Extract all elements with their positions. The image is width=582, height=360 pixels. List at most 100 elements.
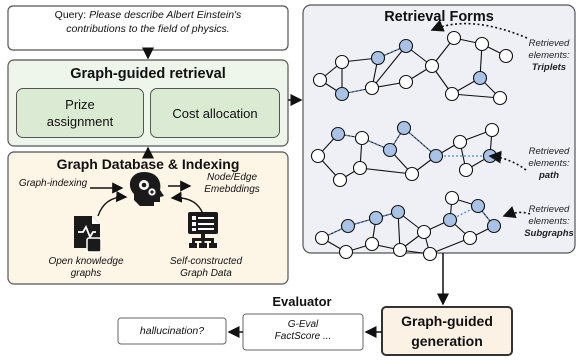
retrieval-graphs — [310, 30, 514, 262]
arrow-self-to-brain — [170, 191, 204, 215]
query-text: Query: Please describe Albert Einstein's… — [8, 9, 288, 36]
document-graph-icon — [74, 216, 102, 253]
embeddings-line-2: Emebddings — [204, 184, 260, 195]
path-graph-node — [482, 148, 498, 164]
triplets-graph-node — [424, 58, 440, 74]
path-graph-node — [352, 160, 368, 176]
path-graph-node — [330, 126, 346, 142]
triplets-graph-node — [446, 30, 462, 46]
path-graph-edge — [359, 167, 413, 175]
subgraphs-elements: elements: — [528, 216, 570, 227]
subgraphs-graph-node — [392, 242, 408, 258]
cost-allocation-box: Cost allocation — [150, 88, 280, 138]
triplets-graph-node — [370, 50, 386, 66]
arrow-open-kg-to-brain — [97, 190, 128, 217]
triplets-graph-node — [334, 54, 350, 70]
query-line-2: contributions to the field of physics. — [66, 22, 230, 35]
subgraphs-graph-node — [338, 244, 354, 260]
embeddings-line-1: Node/Edge — [206, 172, 258, 183]
triplets-graph-node — [472, 70, 488, 86]
path-graph-highlight-edge — [403, 127, 437, 157]
hallucination-box — [117, 317, 227, 345]
subgraphs-graph-node — [462, 230, 478, 246]
triplets-graph-node — [398, 38, 414, 54]
triplets-graph-node — [334, 86, 350, 102]
path-graph-node — [458, 162, 474, 178]
generation-line-1: Graph-guided — [401, 313, 493, 329]
self-line-2: Graph Data — [180, 268, 232, 279]
evaluator-title: Evaluator — [272, 294, 332, 309]
triplets-graph-edge — [371, 45, 407, 89]
subgraphs-graph-node — [390, 204, 406, 220]
retrieval-title: Graph-guided retrieval — [70, 66, 226, 82]
triplets-graph-node — [498, 48, 514, 64]
triplets-graph-edge — [451, 93, 501, 99]
subgraphs-graph-node — [416, 224, 432, 240]
open-kg-line-2: graphs — [70, 268, 102, 279]
prize-line-2: assignment — [46, 114, 114, 129]
callout-triplets — [430, 19, 528, 39]
open-kg-line-1: Open knowledge — [48, 256, 124, 267]
path-graph-node — [428, 148, 444, 164]
database-list-icon — [188, 212, 218, 248]
path-graph-node — [484, 122, 500, 138]
triplets-graph-node — [492, 90, 508, 106]
subgraphs-retrieved: Retrieved — [528, 204, 570, 215]
subgraphs-graph-edge — [429, 237, 471, 255]
path-label: path — [538, 170, 560, 181]
triplets-retrieved: Retrieved — [528, 38, 570, 49]
path-graph-node — [396, 120, 412, 136]
path-graph-node — [354, 130, 370, 146]
query-prefix: Query: — [54, 9, 90, 21]
prize-assignment-box: Prize assignment — [16, 88, 144, 138]
generation-box — [381, 306, 513, 356]
path-graph-node — [310, 148, 326, 164]
subgraphs-graph-node — [470, 198, 486, 214]
triplets-label: Triplets — [531, 62, 567, 73]
prize-line-1: Prize — [65, 97, 95, 112]
callout-subgraphs — [502, 206, 531, 219]
subgraphs-graph-node — [444, 190, 460, 206]
triplets-graph-node — [312, 72, 328, 88]
subgraphs-graph-node — [314, 230, 330, 246]
query-line-1: Please describe Albert Einstein's — [89, 9, 242, 21]
metrics-line-2: FactScore ... — [274, 331, 332, 342]
subgraphs-graph-node — [368, 210, 384, 226]
subgraphs-graph-node — [422, 246, 438, 262]
metrics-line-1: G-Eval — [287, 319, 319, 330]
triplets-graph-node — [398, 74, 414, 90]
path-elements: elements: — [528, 158, 570, 169]
callout-path — [488, 150, 527, 171]
cost-allocation-label: Cost allocation — [172, 105, 258, 121]
path-graph-node — [452, 134, 468, 150]
graph-indexing-label: Graph-indexing — [18, 178, 88, 189]
brain-gear-icon — [129, 172, 164, 206]
subgraphs-graph-node — [442, 212, 458, 228]
triplets-graph-node — [364, 80, 380, 96]
subgraphs-graph-node — [364, 236, 380, 252]
path-graph-node — [404, 166, 420, 182]
subgraphs-graph-node — [486, 218, 502, 234]
triplets-graph-node — [444, 86, 460, 102]
retrieval-forms-title: Retrieval Forms — [384, 9, 494, 25]
path-retrieved: Retrieved — [528, 146, 570, 157]
triplets-graph-node — [474, 36, 490, 52]
generation-label: Graph-guided generation — [382, 311, 512, 351]
triplets-elements: elements: — [528, 50, 570, 61]
generation-line-2: generation — [411, 333, 483, 349]
path-graph-node — [332, 172, 348, 188]
database-title: Graph Database & Indexing — [56, 156, 240, 172]
subgraphs-label: Subgraphs — [524, 228, 574, 239]
hallucination-label: hallucination? — [139, 325, 205, 337]
subgraphs-graph-node — [340, 218, 356, 234]
path-graph-node — [382, 142, 398, 158]
self-line-1: Self-constructed — [169, 256, 243, 267]
retrieval-forms-panel — [302, 4, 576, 254]
